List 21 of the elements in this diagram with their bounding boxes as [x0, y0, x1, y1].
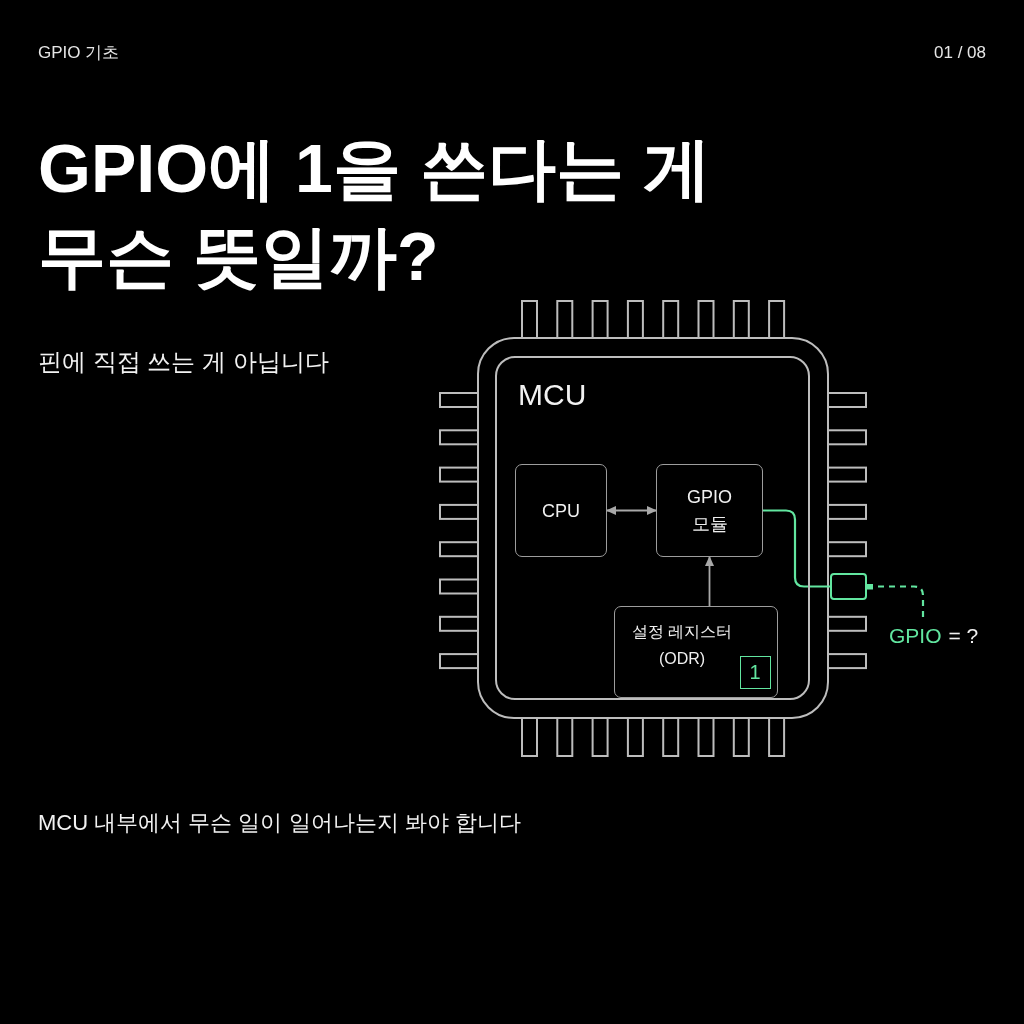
block-title: MCU [518, 380, 587, 410]
title: GPIO에 1을 쓴다는 게 무슨 뜻일까? [38, 129, 712, 296]
section-label: GPIO 기초 [38, 42, 120, 64]
body-text: MCU 내부에서 무슨 일이 일어나는지 봐야 합니다 [38, 809, 521, 837]
box-label: CPU [542, 499, 580, 523]
pin-value: = ? [948, 623, 979, 649]
process-box [515, 464, 607, 557]
bit-value: 1 [749, 662, 761, 682]
register-box [614, 606, 778, 698]
bit-value-box [739, 655, 771, 689]
arrow [606, 506, 657, 515]
highlighted-pin [830, 573, 867, 600]
subtitle: 핀에 직접 쓰는 게 아닙니다 [38, 347, 329, 377]
connector-line [763, 509, 830, 588]
box-label: 설정 레지스터 (ODR) [630, 622, 734, 669]
page-counter: 01 / 08 [934, 42, 986, 64]
mcu-block [495, 356, 810, 700]
pin-label: GPIO [889, 623, 942, 649]
box-label: GPIO 모듈 [686, 485, 733, 536]
process-box [656, 464, 763, 557]
arrow [705, 556, 714, 607]
